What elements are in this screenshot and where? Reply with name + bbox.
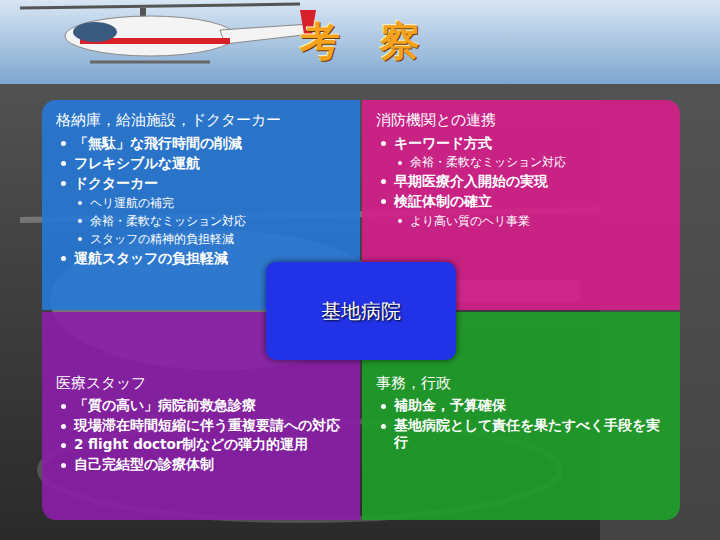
center-label: 基地病院: [321, 298, 401, 324]
bullet-item: 「無駄」な飛行時間の削減: [56, 134, 346, 152]
bullet-item: 「質の高い」病院前救急診療: [56, 397, 346, 415]
bullet-item: 補助金，予算確保: [376, 397, 666, 415]
bullet-item: 余裕・柔軟なミッション対応: [56, 213, 346, 229]
bullet-item: ヘリ運航の補完: [56, 195, 346, 211]
bullet-item: 検証体制の確立: [376, 192, 666, 210]
bullet-item: 基地病院として責任を果たすべく手段を実行: [376, 417, 666, 452]
center-box: 基地病院: [266, 262, 456, 360]
bullet-item: 早期医療介入開始の実現: [376, 172, 666, 190]
bullet-item: スタッフの精神的負担軽減: [56, 231, 346, 247]
bullet-item: 余裕・柔軟なミッション対応: [376, 154, 666, 170]
title-bar: [0, 0, 720, 84]
bullet-item: 自己完結型の診療体制: [56, 456, 346, 474]
bullet-item: ドクターカー: [56, 174, 346, 192]
bullet-item: キーワード方式: [376, 134, 666, 152]
helicopter-icon: [20, 4, 316, 62]
panel-heading: 事務，行政: [376, 374, 666, 393]
panel-heading: 医療スタッフ: [56, 374, 346, 393]
bullet-item: 現場滞在時間短縮に伴う重複要請への対応: [56, 417, 346, 435]
slide-title: 考 察: [0, 14, 720, 69]
bullet-item: フレキシブルな運航: [56, 154, 346, 172]
bullet-item: より高い質のヘリ事業: [376, 213, 666, 229]
panel-heading: 消防機関との連携: [376, 110, 666, 130]
panel-heading: 格納庫，給油施設，ドクターカー: [56, 110, 346, 130]
bullet-item: 2 flight doctor制などの弾力的運用: [56, 436, 346, 454]
